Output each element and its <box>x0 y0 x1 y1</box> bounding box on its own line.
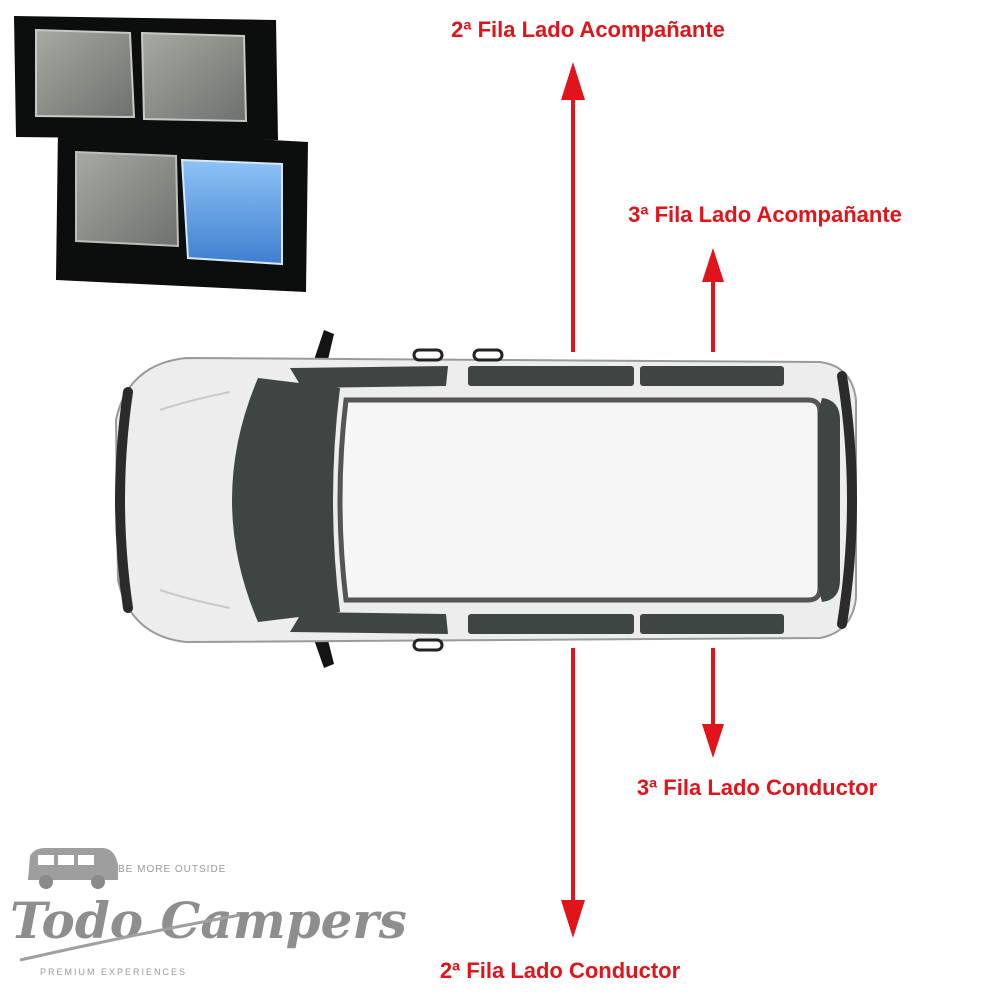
label-row2-passenger: 2ª Fila Lado Acompañante <box>451 17 725 42</box>
window-row3-driver <box>640 614 784 634</box>
arrow-row2-driver <box>561 648 585 938</box>
window-row3-passenger <box>640 366 784 386</box>
logo-tagline-bottom: PREMIUM EXPERIENCES <box>40 967 187 977</box>
label-row2-driver: 2ª Fila Lado Conductor <box>439 958 681 983</box>
label-row3-driver: 3ª Fila Lado Conductor <box>636 775 878 800</box>
window-row2-driver <box>468 614 634 634</box>
arrow-row3-passenger <box>702 248 724 352</box>
window-panel-front <box>56 128 308 292</box>
windshield <box>232 378 340 622</box>
label-row3-passenger: 3ª Fila Lado Acompañante <box>628 202 902 227</box>
window-row2-passenger <box>468 366 634 386</box>
rear-window <box>818 398 840 602</box>
logo-tagline-top: BE MORE OUTSIDE <box>118 864 226 875</box>
todo-campers-logo: BE MORE OUTSIDE Todo Campers PREMIUM EXP… <box>10 848 407 977</box>
arrow-row2-passenger <box>561 62 585 352</box>
arrow-row3-driver <box>702 648 724 758</box>
window-panel-back <box>14 16 278 140</box>
roof <box>337 397 823 603</box>
van-top-view <box>114 330 857 668</box>
